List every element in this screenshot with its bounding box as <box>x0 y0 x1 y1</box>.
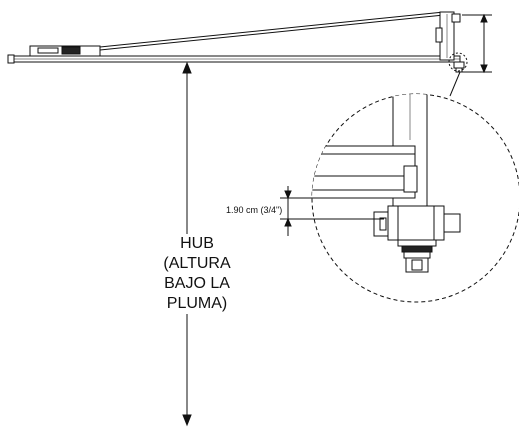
hub-label-line-1: HUB <box>180 235 214 252</box>
boom-assembly <box>7 11 468 97</box>
detail-leader-line <box>449 71 461 97</box>
tension-arm <box>99 11 445 48</box>
hub-label-line-2: (ALTURA <box>163 255 231 272</box>
boom-end-cap <box>7 54 15 64</box>
detail-view <box>311 93 519 303</box>
offset-dimension <box>280 186 384 236</box>
detail-mount-clamp <box>373 205 461 241</box>
hub-label-line-3: BAJO LA <box>164 275 230 292</box>
hub-label-line-4: PLUMA) <box>166 295 228 312</box>
detail-beam <box>312 145 416 199</box>
lower-fitting <box>453 61 465 69</box>
mast-top-bracket <box>451 13 461 23</box>
detail-circle <box>311 93 519 303</box>
detail-connector <box>397 239 437 273</box>
offset-dimension-label: 1.90 cm (3/4") <box>226 205 282 215</box>
detail-marker-circle <box>448 52 468 72</box>
hub-label: HUB (ALTURA BAJO LA PLUMA) <box>142 234 252 314</box>
mast-height-dimension <box>462 13 492 74</box>
